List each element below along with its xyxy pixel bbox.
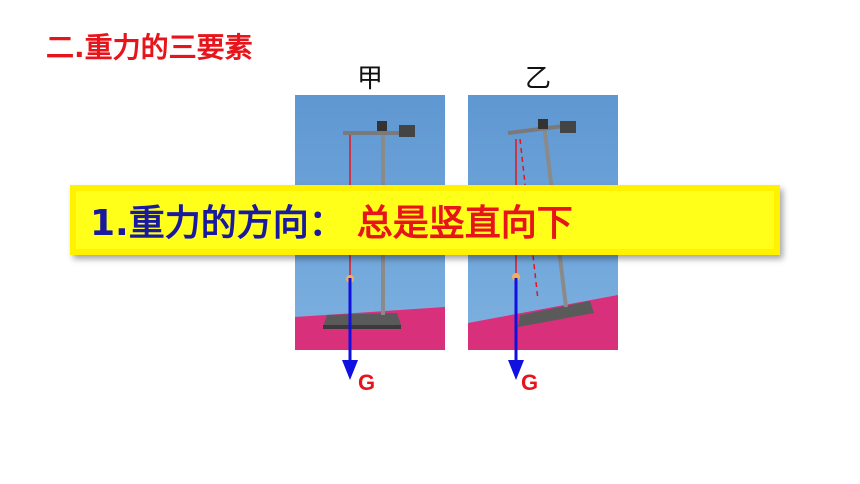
banner-text: 1.重力的方向： 总是竖直向下 [90, 194, 573, 246]
banner-answer: 总是竖直向下 [356, 203, 573, 244]
banner-inner-panel [76, 191, 774, 249]
force-label-right: G [521, 370, 539, 395]
banner-prefix: 1.重力的方向： [90, 203, 345, 244]
slide-title: 二.重力的三要素 [46, 31, 253, 64]
photo-label-yi: 乙 [524, 64, 551, 94]
force-label-left: G [358, 370, 376, 395]
answer-banner: 1.重力的方向： 总是竖直向下 [70, 185, 780, 255]
photo-label-jia: 甲 [356, 64, 383, 94]
arrow-down-icon-right [508, 278, 524, 380]
arrow-down-icon-left [342, 278, 358, 380]
